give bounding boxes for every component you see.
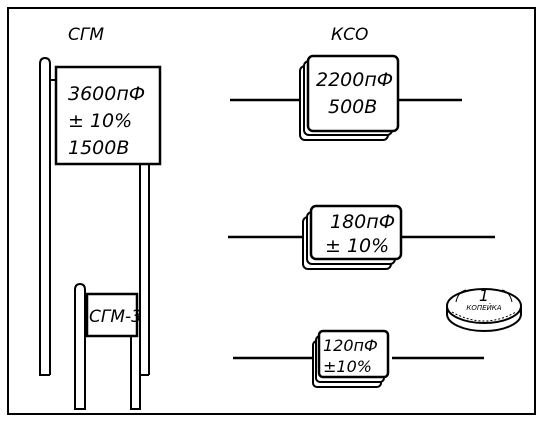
sgm-large-capacitance: 3600пФ bbox=[68, 83, 145, 105]
kso-large-voltage: 500В bbox=[328, 96, 377, 118]
capacitor-sgm-large: 3600пФ ± 10% 1500В bbox=[39, 56, 162, 376]
sgm3-label: СГМ-3 bbox=[89, 307, 142, 327]
sgm-large-voltage: 1500В bbox=[68, 137, 129, 159]
kso-small-tolerance: ±10% bbox=[323, 357, 372, 376]
capacitor-sgm3: СГМ-3 bbox=[74, 282, 142, 410]
diagram-frame bbox=[7, 7, 536, 415]
coin-one-kopek: 1 КОПЕЙКА bbox=[446, 286, 522, 332]
capacitor-kso-mid: 180пФ ± 10% bbox=[228, 204, 495, 270]
header-sgm: СГМ bbox=[68, 25, 104, 45]
kso-mid-tolerance: ± 10% bbox=[325, 235, 389, 257]
sgm-large-tolerance: ± 10% bbox=[68, 110, 132, 132]
coin-numeral: 1 bbox=[479, 286, 489, 305]
coin-word: КОПЕЙКА bbox=[466, 303, 501, 312]
capacitor-kso-small: 120пФ ±10% bbox=[233, 329, 484, 388]
kso-mid-capacitance: 180пФ bbox=[330, 211, 395, 233]
kso-large-capacitance: 2200пФ bbox=[316, 69, 393, 91]
header-kso: КСО bbox=[331, 25, 368, 45]
capacitor-kso-large: 2200пФ 500В bbox=[230, 54, 462, 141]
kso-small-capacitance: 120пФ bbox=[323, 336, 378, 355]
